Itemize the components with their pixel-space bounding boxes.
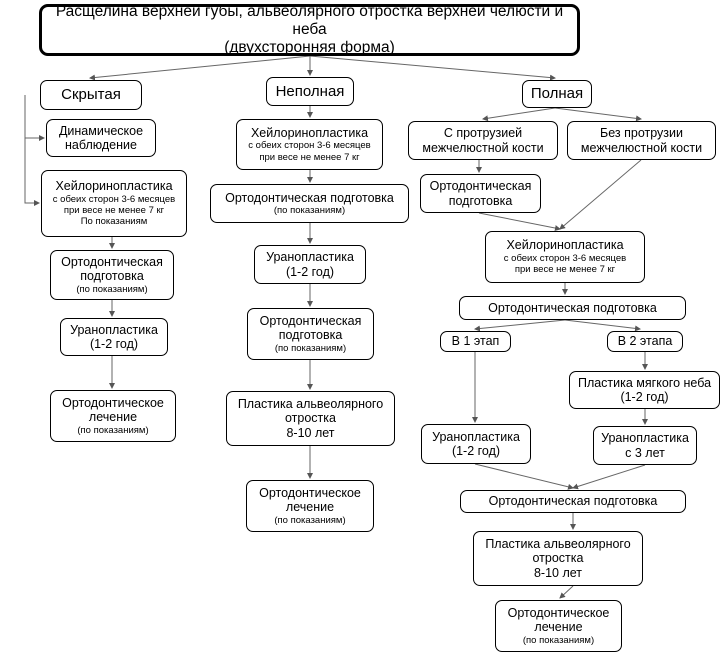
inc-ortho-treatment-title: Ортодонтическое лечение: [259, 485, 361, 515]
hidden-ortho-treatment: Ортодонтическое лечение (по показаниям): [50, 390, 176, 442]
comp-cheiloplasty-note: с обеих сторон 3-6 месяцев при весе не м…: [503, 252, 627, 276]
header-hidden: Скрытая: [40, 80, 142, 110]
comp-stage-1: В 1 этап: [440, 331, 511, 352]
comp-with-protrusion: С протрузией межчелюстной кости: [408, 121, 558, 160]
comp-ortho-prep-3-text: Ортодонтическая подготовка: [488, 494, 658, 509]
hidden-ortho-prep: Ортодонтическая подготовка (по показания…: [50, 250, 174, 300]
comp-cheiloplasty: Хейлоринопластика с обеих сторон 3-6 мес…: [485, 231, 645, 283]
comp-soft-palate-plasty-text: Пластика мягкого неба (1-2 год): [577, 375, 712, 404]
arrow-comp-header-to-without: [554, 107, 642, 122]
arrow-comp-urano2-to-ortho3: [572, 464, 646, 490]
comp-without-protrusion-text: Без протрузии межчелюстной кости: [580, 126, 703, 155]
hidden-uranoplasty: Уранопластика (1-2 год): [60, 318, 168, 356]
inc-cheiloplasty: Хейлоринопластика с обеих сторон 3-6 мес…: [236, 119, 383, 170]
hidden-cheiloplasty-note: с обеих сторон 3-6 месяцев при весе не м…: [52, 193, 176, 228]
inc-uranoplasty: Уранопластика (1-2 год): [254, 245, 366, 284]
inc-ortho-treatment: Ортодонтическое лечение (по показаниям): [246, 480, 374, 532]
inc-alveolar-plasty: Пластика альвеолярного отростка 8-10 лет: [226, 391, 395, 446]
inc-ortho-prep-title: Ортодонтическая подготовка: [225, 190, 394, 205]
inc-ortho-prep-2-title: Ортодонтическая подготовка: [259, 313, 362, 343]
hidden-ortho-prep-title: Ортодонтическая подготовка: [61, 254, 163, 284]
arrow-comp-header-to-with: [482, 107, 556, 122]
comp-ortho-treatment: Ортодонтическое лечение (по показаниям): [495, 600, 622, 652]
comp-soft-palate-plasty: Пластика мягкого неба (1-2 год): [569, 371, 720, 409]
arrow-comp-ortho-to-cheilo: [478, 212, 561, 231]
comp-uranoplasty-1-text: Уранопластика (1-2 год): [432, 429, 520, 458]
comp-without-protrusion: Без протрузии межчелюстной кости: [567, 121, 716, 160]
comp-uranoplasty-2: Уранопластика с 3 лет: [593, 426, 697, 465]
arrow-title-to-hidden: [89, 55, 311, 81]
hidden-ortho-prep-note: (по показаниям): [76, 283, 148, 295]
inc-cheiloplasty-note: с обеих сторон 3-6 месяцев при весе не м…: [248, 140, 371, 163]
hidden-ortho-treatment-title: Ортодонтическое лечение: [62, 395, 164, 425]
comp-ortho-treatment-title: Ортодонтическое лечение: [507, 605, 610, 635]
arrow-hidden-to-cheilo: [24, 138, 40, 206]
hidden-ortho-treatment-note: (по показаниям): [77, 424, 149, 436]
inc-ortho-prep-2-note: (по показаниям): [274, 342, 347, 354]
comp-alveolar-plasty: Пластика альвеолярного отростка 8-10 лет: [473, 531, 643, 586]
inc-ortho-prep: Ортодонтическая подготовка (по показания…: [210, 184, 409, 223]
header-complete: Полная: [522, 80, 592, 108]
hidden-cheiloplasty-title: Хейлоринопластика: [55, 179, 173, 194]
comp-uranoplasty-1: Уранопластика (1-2 год): [421, 424, 531, 464]
header-complete-text: Полная: [530, 85, 584, 103]
hidden-observation-text: Динамическое наблюдение: [58, 123, 144, 152]
hidden-cheiloplasty: Хейлоринопластика с обеих сторон 3-6 мес…: [41, 170, 187, 237]
inc-alveolar-plasty-text: Пластика альвеолярного отростка 8-10 лет: [237, 396, 384, 440]
comp-with-protrusion-text: С протрузией межчелюстной кости: [422, 126, 544, 155]
comp-ortho-prep-text: Ортодонтическая подготовка: [429, 179, 532, 208]
arrow-comp-ortho2-to-stage2: [564, 319, 641, 332]
arrow-comp-ortho2-to-stage1: [474, 319, 566, 332]
comp-ortho-prep: Ортодонтическая подготовка: [420, 174, 541, 213]
header-incomplete: Неполная: [266, 77, 354, 106]
arrow-comp-without-to-cheilo: [559, 159, 642, 230]
comp-ortho-prep-3: Ортодонтическая подготовка: [460, 490, 686, 513]
comp-ortho-prep-2: Ортодонтическая подготовка: [459, 296, 686, 320]
diagram-title: Расщелина верхней губы, альвеолярного от…: [39, 3, 580, 56]
inc-cheiloplasty-title: Хейлоринопластика: [250, 125, 369, 140]
comp-uranoplasty-2-text: Уранопластика с 3 лет: [601, 431, 689, 460]
inc-ortho-prep-note: (по показаниям): [273, 204, 346, 216]
arrow-title-to-complete: [309, 55, 556, 81]
comp-ortho-prep-2-text: Ортодонтическая подготовка: [488, 300, 657, 315]
header-hidden-text: Скрытая: [61, 86, 121, 104]
hidden-uranoplasty-text: Уранопластика (1-2 год): [70, 322, 158, 351]
comp-stage-1-text: В 1 этап: [451, 334, 500, 349]
inc-ortho-treatment-note: (по показаниям): [274, 514, 346, 526]
comp-alveolar-plasty-text: Пластика альвеолярного отростка 8-10 лет: [485, 536, 631, 580]
comp-ortho-treatment-note: (по показаниям): [522, 634, 595, 646]
inc-ortho-prep-2: Ортодонтическая подготовка (по показания…: [247, 308, 374, 360]
comp-stage-2-text: В 2 этапа: [617, 334, 673, 349]
header-incomplete-text: Неполная: [275, 82, 345, 100]
comp-stage-2: В 2 этапа: [607, 331, 683, 352]
diagram-title-text: Расщелина верхней губы, альвеолярного от…: [55, 3, 564, 56]
inc-uranoplasty-text: Уранопластика (1-2 год): [266, 250, 354, 279]
arrow-comp-urano1-to-ortho3: [474, 463, 574, 490]
comp-cheiloplasty-title: Хейлоринопластика: [506, 238, 624, 253]
arrow-comp-alveo-to-treat: [559, 585, 574, 599]
hidden-observation: Динамическое наблюдение: [46, 119, 156, 157]
